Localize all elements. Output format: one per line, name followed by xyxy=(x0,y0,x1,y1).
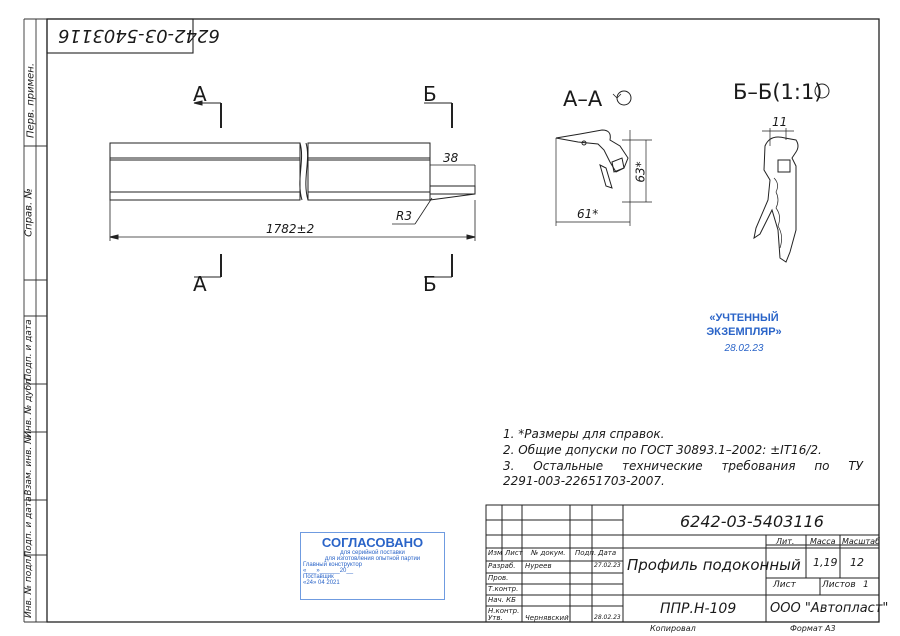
stamp-accounted-line2: ЭКЗЕМПЛЯР» xyxy=(706,326,782,338)
view-title-b: Б–Б(1:1) xyxy=(733,80,823,104)
dim-end: 38 xyxy=(443,151,459,165)
title-scale-header: Масштаб xyxy=(842,537,881,546)
title-name: Профиль подоконный xyxy=(627,556,801,574)
title-scale: 12 xyxy=(850,556,864,569)
side-label-orig-inv: Инв. № подл. xyxy=(24,555,34,619)
doc-number-rotated: 6242-03-5403116 xyxy=(58,25,220,46)
stamp-approved-line2: для изготовления опытной партии xyxy=(324,556,421,562)
profile-long-view xyxy=(109,100,476,278)
title-block xyxy=(485,504,880,623)
row-role-head: Нач. КБ xyxy=(488,596,516,604)
section-label-a-top: А xyxy=(193,82,207,106)
view-title-a: А–А xyxy=(563,87,603,111)
stamp-approved-title: СОГЛАСОВАНО xyxy=(321,535,424,550)
title-mass: 1,19 xyxy=(813,556,838,569)
footer-copied: Копировал xyxy=(650,624,696,633)
side-label-ref-no: Справ. № xyxy=(23,188,35,237)
dim-width-a: 61* xyxy=(577,207,599,221)
stamp-accounted-date: 28.02.23 xyxy=(724,343,764,354)
row-role-tech: Т.контр. xyxy=(488,585,519,593)
col-header-date: Дата xyxy=(598,549,617,557)
side-label-first-use: Перв. примен. xyxy=(25,62,37,139)
col-header-change: Изм xyxy=(488,549,503,557)
title-sheet-label: Лист xyxy=(773,580,796,590)
note-4: 2291-003-22651703-2007. xyxy=(503,474,665,488)
row-role-developer: Разраб. xyxy=(488,562,516,570)
title-company: ООО "Автопласт" xyxy=(770,601,889,616)
section-a-view xyxy=(555,90,652,226)
section-label-b-top: Б xyxy=(423,82,437,106)
title-lit-header: Лит. xyxy=(776,537,795,546)
dim-height-a: 63* xyxy=(633,161,648,183)
stamp-accounted-line1: «УЧТЕННЫЙ xyxy=(709,312,779,324)
note-2: 2. Общие допуски по ГОСТ 30893.1–2002: ±… xyxy=(503,443,822,457)
row-name-approved: Чернявский xyxy=(525,614,569,622)
col-header-sign: Подп. xyxy=(575,549,597,557)
row-role-checked: Пров. xyxy=(488,574,509,582)
dim-length: 1782±2 xyxy=(266,222,315,236)
note-1: 1. *Размеры для справок. xyxy=(503,427,665,441)
stamp-approved-line1: для серийной поставки xyxy=(340,550,405,556)
row-date-approved: 28.02.23 xyxy=(594,614,621,621)
dim-width-b: 11 xyxy=(772,115,788,129)
note-3: 3. Остальные технические требования по Т… xyxy=(503,459,863,473)
row-date-developer: 27.02.23 xyxy=(594,562,621,569)
frame-border xyxy=(46,18,880,623)
row-role-approved: Утв. xyxy=(488,614,503,622)
title-mass-header: Масса xyxy=(810,537,836,546)
row-name-developer: Нуреев xyxy=(525,562,552,570)
stamp-approved: СОГЛАСОВАНО для серийной поставки для из… xyxy=(300,532,445,600)
title-material: ППР.Н-109 xyxy=(660,601,737,617)
col-header-doc: № докум. xyxy=(531,549,566,557)
col-header-sheet: Лист xyxy=(505,549,523,557)
stamp-approved-line3: Главный конструктор xyxy=(303,562,362,568)
section-label-a-bottom: А xyxy=(193,272,207,296)
stamp-approved-line6: «24» 04 2021 xyxy=(303,580,340,586)
row-role-norm: Н.контр. xyxy=(488,607,520,615)
dim-radius: R3 xyxy=(396,209,412,223)
title-sheets-label: Листов xyxy=(822,580,856,590)
section-b-view xyxy=(753,83,830,263)
title-sheets-count: 1 xyxy=(863,580,869,590)
section-label-b-bottom: Б xyxy=(423,272,437,296)
stamp-approved-line5: Поставщик xyxy=(303,574,334,580)
title-doc-number: 6242-03-5403116 xyxy=(680,512,824,531)
footer-format: Формат А3 xyxy=(790,624,836,633)
stamp-accounted-copy: «УЧТЕННЫЙ ЭКЗЕМПЛЯР» 28.02.23 xyxy=(690,311,798,356)
stamp-approved-line4: «___»______20__ xyxy=(303,568,354,574)
